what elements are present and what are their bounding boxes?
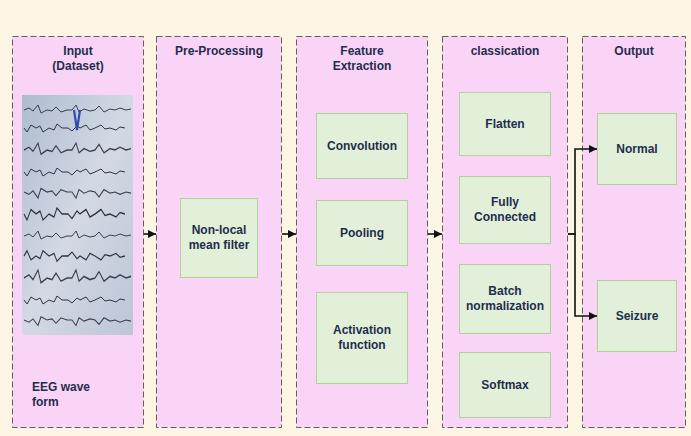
stage-panel: classicationFlattenFully ConnectedBatch … bbox=[442, 36, 568, 428]
box-label: Flatten bbox=[485, 117, 524, 132]
process-box: Non-local mean filter bbox=[180, 198, 258, 278]
box-label: Batch normalization bbox=[464, 284, 546, 314]
process-box: Fully Connected bbox=[459, 176, 551, 244]
box-text-stack: Non-local mean filter bbox=[185, 223, 253, 253]
process-box: Convolution bbox=[316, 113, 408, 179]
eeg-waveform-image bbox=[22, 95, 133, 335]
stage-panel: Feature ExtractionConvolutionPoolingActi… bbox=[296, 36, 428, 428]
panel-heading: Input (Dataset) bbox=[42, 44, 114, 74]
flow-arrow bbox=[568, 234, 597, 316]
flow-arrow bbox=[144, 233, 156, 235]
panel-heading: classication bbox=[449, 44, 561, 59]
panel-caption: EEG wave form bbox=[32, 380, 106, 410]
box-text-stack: Convolution bbox=[327, 139, 397, 154]
flow-arrow bbox=[282, 233, 296, 235]
panel-ground bbox=[443, 37, 568, 428]
box-text-stack: Seizure bbox=[616, 309, 659, 324]
box-text-stack: Fully Connected bbox=[464, 195, 546, 225]
panel-ground bbox=[13, 37, 144, 428]
process-box: Batch normalization bbox=[459, 264, 551, 334]
stage-panel: Pre-ProcessingNon-local mean filter bbox=[156, 36, 282, 428]
box-label: Normal bbox=[616, 142, 657, 157]
eeg-paper bbox=[22, 95, 133, 335]
box-text-stack: Activation function bbox=[321, 323, 403, 353]
pen-mark bbox=[74, 110, 80, 130]
flow-arrow bbox=[568, 149, 597, 234]
box-text-stack: Softmax bbox=[481, 378, 528, 393]
box-label: Non-local mean filter bbox=[185, 223, 253, 253]
panel-ground bbox=[157, 37, 282, 428]
box-label: Fully Connected bbox=[464, 195, 546, 225]
box-label: Convolution bbox=[327, 139, 397, 154]
panel-heading: Pre-Processing bbox=[163, 44, 275, 59]
box-text-stack: Pooling bbox=[340, 226, 384, 241]
box-text-stack: Batch normalization bbox=[464, 284, 546, 314]
panel-ground bbox=[297, 37, 428, 428]
box-label: Pooling bbox=[340, 226, 384, 241]
process-box: Normal bbox=[597, 113, 677, 185]
flow-arrow bbox=[428, 233, 442, 235]
process-box: Pooling bbox=[316, 200, 408, 266]
box-label: Activation function bbox=[321, 323, 403, 353]
panel-heading: Feature Extraction bbox=[320, 44, 404, 74]
box-text-stack: Flatten bbox=[485, 117, 524, 132]
process-box: Flatten bbox=[459, 92, 551, 156]
process-box: Activation function bbox=[316, 292, 408, 384]
text-slot: EEG wave form bbox=[32, 380, 106, 410]
panel-heading: Output bbox=[586, 44, 682, 59]
stage-panel: Input (Dataset) EEG wave form bbox=[12, 36, 144, 428]
stage-panel: OutputNormalSeizure bbox=[582, 36, 686, 428]
box-text-stack: Normal bbox=[616, 142, 657, 157]
box-label: Softmax bbox=[481, 378, 528, 393]
process-box: Softmax bbox=[459, 352, 551, 418]
box-label: Seizure bbox=[616, 309, 659, 324]
panel-ground bbox=[583, 37, 686, 428]
process-box: Seizure bbox=[597, 280, 677, 352]
